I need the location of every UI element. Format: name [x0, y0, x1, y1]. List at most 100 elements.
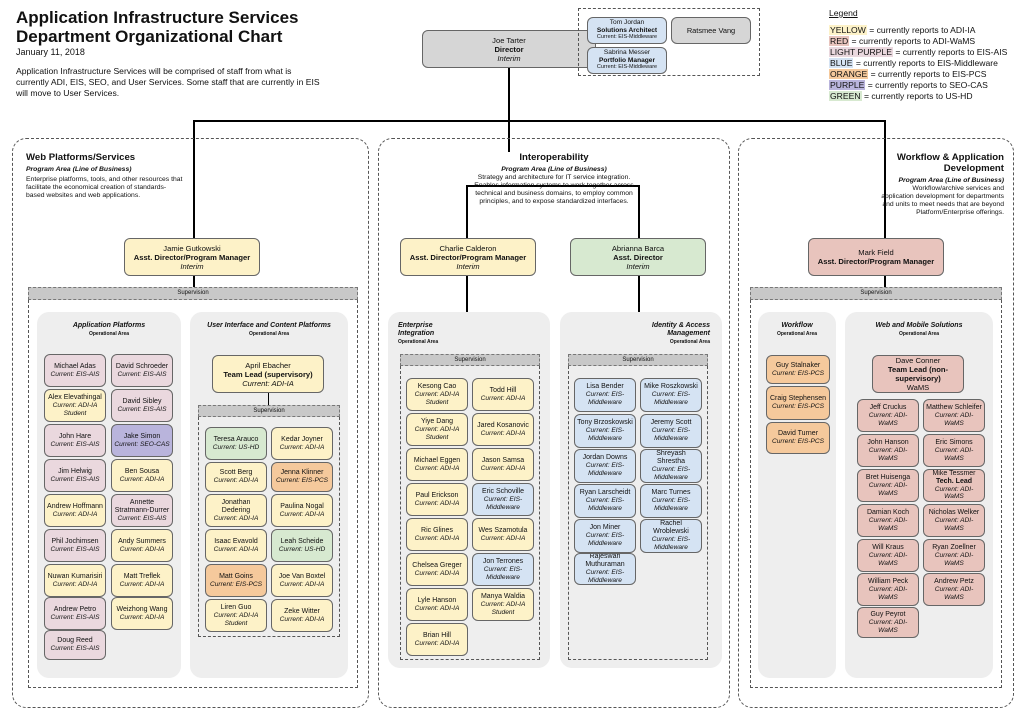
- person-current: Current: EIS-Middleware: [585, 427, 625, 442]
- legend-item: GREEN = currently reports to US-HD: [829, 91, 1007, 102]
- person-current: Current: ADI-IA: [279, 510, 325, 518]
- person-current: Current: ADI-IA: [414, 639, 460, 647]
- person-current: Current: EIS-Middleware: [651, 466, 691, 481]
- person-current: Current: EIS-Middleware: [651, 427, 691, 442]
- person-name: Scott Berg: [219, 469, 253, 477]
- person-current: Current: EIS-PCS: [771, 369, 825, 377]
- person-name: Nicholas Welker: [928, 508, 980, 516]
- person-extra: Student: [425, 398, 449, 406]
- person-name: Damian Koch: [866, 508, 910, 516]
- person-current: Current: ADI-IA: [52, 510, 98, 518]
- person-name: Andy Summers: [118, 537, 166, 545]
- person-name: Brian Hill: [422, 631, 451, 639]
- person-name: Michael Adas: [54, 362, 96, 370]
- person-name: Nuwan Kumarisiri: [47, 572, 103, 580]
- legend-text: = currently reports to EIS-PCS: [868, 69, 987, 79]
- staff-sabrina-messer: Sabrina Messer Portfolio Manager Current…: [587, 47, 667, 74]
- person-name: Eric Simons: [935, 438, 973, 446]
- person-name: Leah Scheide: [280, 537, 324, 545]
- person-name: Craig Stephensen: [769, 395, 827, 403]
- person-current: Current: ADI-WaMS: [868, 618, 908, 634]
- web-platforms-panel: [12, 138, 369, 708]
- legend-item: LIGHT PURPLE = currently reports to EIS-…: [829, 47, 1007, 58]
- person-name: William Peck: [867, 577, 909, 585]
- web-platforms-desc: Enterprise platforms, tools, and other r…: [26, 176, 183, 199]
- legend-item: PURPLE = currently reports to SEO-CAS: [829, 80, 1007, 91]
- intro-text: Application Infrastructure Services will…: [16, 66, 320, 98]
- legend: Legend YELLOW = currently reports to ADI…: [829, 8, 1007, 102]
- person-current: Current: EIS-AIS: [50, 475, 100, 483]
- person-name: John Hanson: [867, 438, 909, 446]
- person-current: Current: US-HD: [212, 443, 260, 451]
- person-name: Andrew Petro: [53, 605, 97, 613]
- person-current: Current: EIS-Middleware: [585, 497, 625, 512]
- person-name: Wes Szamotula: [478, 526, 528, 534]
- person-title: Tech. Lead: [935, 478, 973, 486]
- person-current: Current: ADI-IA: [119, 613, 165, 621]
- person-name: Michael Eggen: [413, 456, 461, 464]
- person-name: David Turner: [777, 430, 819, 438]
- person-name: Lyle Hanson: [417, 596, 457, 604]
- person-name: Isaac Evavold: [214, 537, 258, 545]
- person-name: Alex Elevathingal: [48, 393, 102, 401]
- person-current: Current: EIS-Middleware: [483, 565, 523, 581]
- person-current: Current: ADI-IA: [279, 580, 325, 588]
- person-name: Matthew Schleifer: [926, 403, 982, 411]
- person-current: Current: EIS-PCS: [275, 477, 329, 485]
- director-box: Joe Tarter Director Interim: [422, 30, 596, 68]
- person-current: Current: ADI-WaMS: [934, 516, 974, 532]
- person-current: Current: EIS-AIS: [117, 405, 167, 413]
- person-current: Current: ADI-IA: [414, 390, 460, 398]
- legend-key: PURPLE: [829, 80, 866, 90]
- person-current: Current: ADI-WaMS: [934, 551, 974, 567]
- person-current: Current: ADI-IA: [414, 604, 460, 612]
- person-name: Jon Terrones: [482, 557, 524, 565]
- person-current: Current: EIS-PCS: [209, 580, 263, 588]
- workflow-panel: [738, 138, 1014, 708]
- person-current: Current: EIS-Middleware: [651, 497, 691, 512]
- person-name: Ryan Zoellner: [932, 543, 976, 551]
- person-current: Current: ADI-WaMS: [868, 585, 908, 601]
- person-current: Current: EIS-Middleware: [651, 536, 691, 551]
- person-current: Current: ADI-WaMS: [868, 481, 908, 497]
- person-name: Jeremy Scott: [650, 419, 692, 427]
- interop-panel: [378, 138, 730, 708]
- person-name: Manya Waldia: [480, 592, 526, 600]
- person-name: Matt Goins: [219, 572, 253, 580]
- person-current: Current: SEO-CAS: [114, 440, 170, 448]
- person-name: Mike Tessmer: [932, 470, 976, 478]
- person-name: Tony Brzoskowski: [577, 419, 633, 427]
- person-current: Current: EIS-PCS: [771, 403, 825, 411]
- person-name: Rachel Wroblewski: [653, 520, 689, 536]
- workflow-supervision-bar: Supervision: [750, 287, 1002, 300]
- person-name: Ryan Larscheidt: [579, 489, 631, 497]
- person-current: Current: EIS-AIS: [117, 370, 167, 378]
- person-name: Andrew Hoffmann: [47, 502, 103, 510]
